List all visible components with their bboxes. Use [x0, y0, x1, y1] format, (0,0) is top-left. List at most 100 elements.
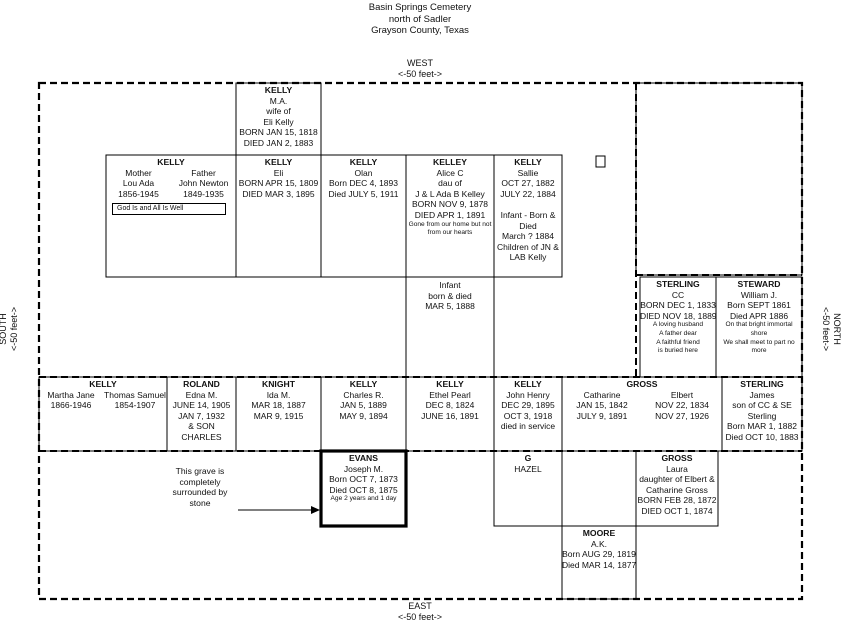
- title-line: Basin Springs Cemetery: [368, 2, 472, 13]
- plot-text-line: Laura: [666, 463, 688, 474]
- plot-text-line: OCT 3, 1918: [503, 410, 553, 421]
- plot-motto: God Is and All Is Well: [112, 203, 226, 216]
- epitaph-line: On that bright immortal: [725, 321, 793, 329]
- epitaph-line: A faithful friend: [656, 338, 700, 346]
- plot-text-line: Joseph M.: [343, 463, 384, 474]
- plot-text-line: Died OCT 8, 1875: [329, 484, 398, 495]
- plot-surname: STERLING: [656, 279, 700, 289]
- epitaph-line: Gone from our home but not: [408, 220, 492, 228]
- plot-text-line: Born MAR 1, 1882: [727, 421, 797, 432]
- plot-text-line: Born AUG 29, 1819: [562, 549, 636, 560]
- epitaph-line: We shall meet to part no: [723, 338, 795, 346]
- plot-text-line: March ? 1884: [502, 231, 554, 242]
- plot-text-line: JULY 9, 1891: [576, 410, 628, 421]
- plot-surname: STERLING: [740, 379, 784, 389]
- plot-surname: KNIGHT: [262, 379, 295, 389]
- plot-text-line: Martha Jane: [47, 389, 95, 400]
- plot-surname: KELLY: [514, 157, 542, 167]
- plot-text-line: MAR 18, 1887: [251, 400, 306, 411]
- plot-text-line: J & L Ada B Kelley: [415, 188, 485, 199]
- plot-surname: KELLY: [349, 157, 378, 167]
- plot-text-line: died in service: [500, 421, 556, 432]
- plot-text-line: NOV 22, 1834: [655, 400, 709, 411]
- plot-text-line: BORN JAN 15, 1818: [239, 127, 318, 138]
- plot-text-line: Born DEC 4, 1893: [329, 178, 398, 189]
- plot-surname: KELLY: [349, 379, 378, 389]
- plot-text-line: Mother: [125, 167, 152, 178]
- plot-surname: GROSS: [626, 379, 658, 389]
- plot-text-line: daughter of Elbert &: [639, 474, 715, 485]
- plot-text-line: Died JULY 5, 1911: [328, 188, 399, 199]
- plot-text-line: JUNE 16, 1891: [421, 410, 479, 421]
- subtitle-line: north of Sadler: [388, 13, 452, 25]
- stone-note: This grave is completely surrounded by s…: [172, 466, 228, 508]
- south-label: SOUTH <-50 feet->: [0, 274, 20, 384]
- epitaph-line: is buried here: [658, 347, 698, 355]
- plot-text-line: HAZEL: [514, 463, 542, 474]
- epitaph-line: more: [751, 347, 767, 355]
- plot-text-line: Died: [519, 220, 537, 231]
- plot-text-line: Eli Kelly: [263, 116, 294, 127]
- plot-text-line: BORN FEB 28, 1872: [637, 495, 717, 506]
- plot-text-line: M.A.: [269, 95, 288, 106]
- plot-text-line: Died OCT 10, 1883: [725, 431, 799, 442]
- plot-text-line: John Newton: [178, 178, 229, 189]
- plot-surname: ROLAND: [183, 379, 220, 389]
- plot-text-line: Sterling: [747, 410, 777, 421]
- plot-surname: KELLY: [264, 157, 293, 167]
- plot-text-line: Died MAR 14, 1877: [562, 559, 637, 570]
- plot-text-line: Died APR 1886: [729, 310, 789, 321]
- plot-text-line: DIED MAR 3, 1895: [242, 188, 315, 199]
- plot-text-line: MAY 9, 1894: [339, 410, 388, 421]
- plot-text-line: William J.: [740, 289, 778, 300]
- epitaph-line: A loving husband: [652, 321, 704, 329]
- plot-text-line: Olan: [354, 167, 373, 178]
- plot-text-line: MAR 5, 1888: [425, 301, 475, 312]
- plot-text-line: Infant - Born &: [500, 209, 556, 220]
- plot-surname: STEWARD: [737, 279, 781, 289]
- plot-text-line: DIED APR 1, 1891: [414, 209, 486, 220]
- east-dimension: <-50 feet->: [397, 612, 443, 622]
- plot-surname: KELLY: [436, 379, 464, 389]
- plot-text-line: & SON: [188, 421, 215, 432]
- plot-text-line: DEC 29, 1895: [501, 400, 555, 411]
- plot-surname: KELLY: [89, 379, 117, 389]
- plot-surname: GROSS: [661, 453, 693, 463]
- plot-text-line: Born OCT 7, 1873: [329, 474, 398, 485]
- plot-text-line: 1856-1945: [118, 188, 159, 199]
- plot-surname: KELLEY: [433, 157, 467, 167]
- plot-text-line: Infant: [439, 280, 461, 290]
- plot-text-line: Children of JN &: [497, 241, 559, 252]
- plot-text-line: OCT 27, 1882: [501, 178, 555, 189]
- plot-text-line: Catharine Gross: [646, 484, 708, 495]
- plot-text-line: John Henry: [506, 389, 550, 400]
- epitaph-line: A father dear: [659, 329, 697, 337]
- plot-text-line: BORN NOV 9, 1878: [411, 199, 489, 210]
- plot-text-line: dau of: [438, 178, 462, 189]
- plot-text-line: wife of: [266, 106, 291, 117]
- location-line: Grayson County, Texas: [371, 25, 469, 36]
- plot-text-line: Thomas Samuel: [104, 389, 166, 400]
- plot-text-line: Father: [191, 167, 216, 178]
- plot-text-line: Eli: [273, 167, 284, 178]
- plot-text-line: 1854-1907: [114, 400, 156, 411]
- plot-surname: MOORE: [582, 528, 616, 538]
